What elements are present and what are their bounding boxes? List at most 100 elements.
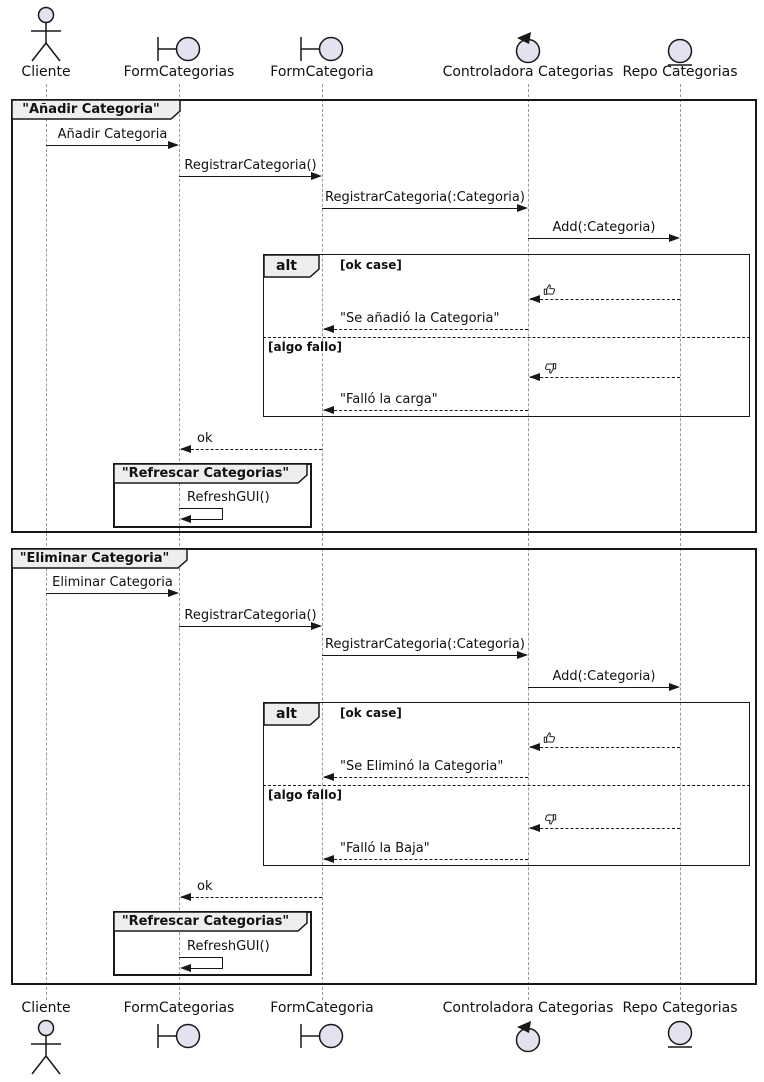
message-line (324, 410, 528, 411)
message-line (324, 859, 528, 860)
guard-ok-case: [ok case] (340, 706, 402, 720)
message-line (530, 299, 680, 300)
message-line (530, 377, 680, 378)
message-arrowhead (311, 621, 322, 630)
message-line (181, 897, 322, 898)
message-arrowhead (529, 742, 540, 751)
message-arrowhead (669, 682, 680, 691)
lifeline-cliente (46, 84, 47, 1000)
message-line (46, 593, 177, 594)
participant-label-cliente-bottom: Cliente (21, 1000, 71, 1016)
boundary-icon (292, 35, 344, 67)
actor-icon (18, 1018, 74, 1080)
frame-title-eliminar-categoria: "Eliminar Categoria" (19, 551, 170, 566)
message-line (530, 747, 680, 748)
message-arrowhead (669, 233, 680, 242)
alt-fragment (263, 702, 750, 866)
participant-label-formcategorias-bottom: FormCategorias (123, 1000, 235, 1016)
alt-fragment (263, 254, 750, 417)
message-line (322, 655, 526, 656)
message-arrowhead (311, 171, 322, 180)
control-icon (511, 29, 545, 69)
message-line (179, 626, 320, 627)
message-line (324, 777, 528, 778)
alt-tab (263, 702, 320, 730)
participant-label-controladora-categorias-bottom: Controladora Categorias (442, 1000, 614, 1016)
frame-title-a-adir-categoria: "Añadir Categoria" (22, 102, 160, 117)
message-arrowhead (168, 588, 179, 597)
frame-tab (11, 548, 188, 573)
alt-tab (263, 254, 320, 282)
participant-label-formcategoria-top: FormCategoria (270, 64, 374, 80)
participant-label-repo-categorias-top: Repo Categorias (622, 64, 738, 80)
self-message-line (190, 519, 223, 520)
message-arrowhead (168, 140, 179, 149)
self-message-line (179, 957, 222, 958)
frame-title-refrescar-categorias: "Refrescar Categorias" (121, 466, 290, 481)
message-line (324, 329, 528, 330)
self-message-line (179, 508, 222, 509)
participant-label-formcategoria-bottom: FormCategoria (270, 1000, 374, 1016)
message-label: ok (197, 879, 213, 894)
entity-icon (664, 1020, 696, 1054)
message-line (528, 687, 678, 688)
message-arrowhead (529, 823, 540, 832)
alt-divider (263, 785, 750, 786)
boundary-icon (149, 1022, 201, 1054)
message-arrowhead (529, 294, 540, 303)
message-arrowhead (180, 444, 191, 453)
message-arrowhead (323, 324, 334, 333)
message-arrowhead (517, 650, 528, 659)
participant-label-controladora-categorias-top: Controladora Categorias (442, 64, 614, 80)
frame-tab (113, 463, 308, 488)
message-label: RegistrarCategoria() (184, 608, 317, 623)
message-label: "Falló la carga" (340, 392, 438, 407)
message-label: RefreshGUI() (187, 490, 270, 505)
frame-a-adir-categoria (11, 99, 757, 533)
message-arrowhead (529, 372, 540, 381)
lifeline-repo-categorias (680, 84, 681, 1000)
message-label: ok (197, 431, 213, 446)
message-line (530, 828, 680, 829)
participant-label-repo-categorias-bottom: Repo Categorias (622, 1000, 738, 1016)
guard-algo-fallo: [algo fallo] (268, 788, 342, 802)
message-label: Add(:Categoria) (552, 220, 656, 235)
message-label: Añadir Categoria (57, 127, 168, 142)
lifeline-formcategoria (322, 84, 323, 1000)
thumbs-up-icon (543, 730, 557, 749)
alt-keyword: alt (276, 258, 297, 274)
message-arrowhead (323, 854, 334, 863)
message-label: Add(:Categoria) (552, 669, 656, 684)
message-label: Eliminar Categoria (52, 575, 173, 590)
lifeline-controladora-categorias (528, 84, 529, 1000)
thumbs-down-icon (543, 360, 557, 379)
message-line (528, 238, 678, 239)
message-arrowhead (517, 203, 528, 212)
guard-algo-fallo: [algo fallo] (268, 340, 342, 354)
self-message-line (222, 508, 223, 519)
frame-eliminar-categoria (11, 548, 757, 985)
boundary-icon (292, 1022, 344, 1054)
entity-icon (664, 38, 696, 72)
participant-label-formcategorias-top: FormCategorias (123, 64, 235, 80)
control-icon (511, 1018, 545, 1058)
thumbs-up-icon (543, 282, 557, 301)
frame-tab (113, 911, 308, 936)
alt-keyword: alt (276, 706, 297, 722)
message-arrowhead (180, 892, 191, 901)
participant-label-cliente-top: Cliente (21, 64, 71, 80)
message-line (181, 449, 322, 450)
message-label: RegistrarCategoria() (184, 158, 317, 173)
frame-title-refrescar-categorias: "Refrescar Categorias" (121, 914, 290, 929)
message-line (179, 176, 320, 177)
lifeline-formcategorias (179, 84, 180, 1000)
self-message-line (222, 957, 223, 968)
message-label: "Se Eliminó la Categoria" (340, 759, 504, 774)
message-line (46, 145, 177, 146)
message-arrowhead (180, 963, 191, 972)
message-arrowhead (180, 514, 191, 523)
